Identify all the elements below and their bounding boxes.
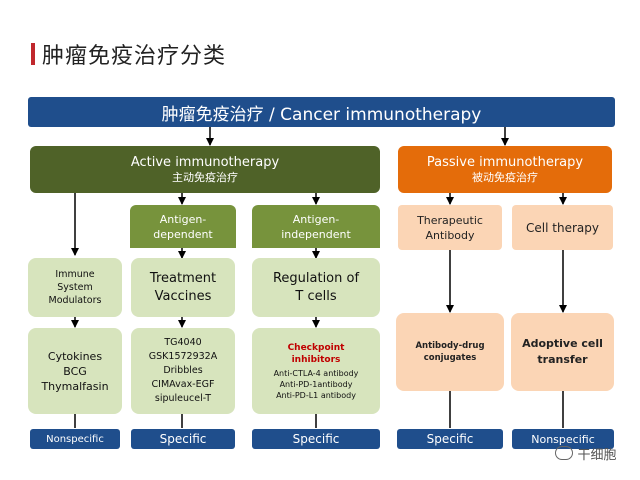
- immune-system-modulators-node: Immune System Modulators: [28, 258, 122, 317]
- cell-therapy-node: Cell therapy: [512, 205, 613, 250]
- root-node: 肿瘤免疫治疗 / Cancer immunotherapy: [28, 97, 615, 127]
- label-nonspecific-col1: Nonspecific: [30, 429, 120, 449]
- checkpoint-inhibitors-node: Checkpoint inhibitors Anti-CTLA-4 antibo…: [252, 328, 380, 414]
- antigen-dependent-node: Antigen-dependent: [130, 205, 236, 248]
- label-specific-col4: Specific: [397, 429, 503, 449]
- label-specific-col2: Specific: [131, 429, 235, 449]
- label-nonspecific-col5: Nonspecific: [512, 429, 614, 449]
- passive-immunotherapy-node: Passive immunotherapy 被动免疫治疗: [398, 146, 612, 193]
- watermark: 干细胞: [540, 442, 632, 464]
- antigen-independent-node: Antigen-independent: [252, 205, 380, 248]
- page-title: 肿瘤免疫治疗分类: [42, 44, 227, 69]
- wechat-icon: [555, 446, 574, 460]
- active-immunotherapy-node: Active immunotherapy 主动免疫治疗: [30, 146, 380, 193]
- label-specific-col3: Specific: [252, 429, 380, 449]
- title-accent-bar: [31, 43, 35, 65]
